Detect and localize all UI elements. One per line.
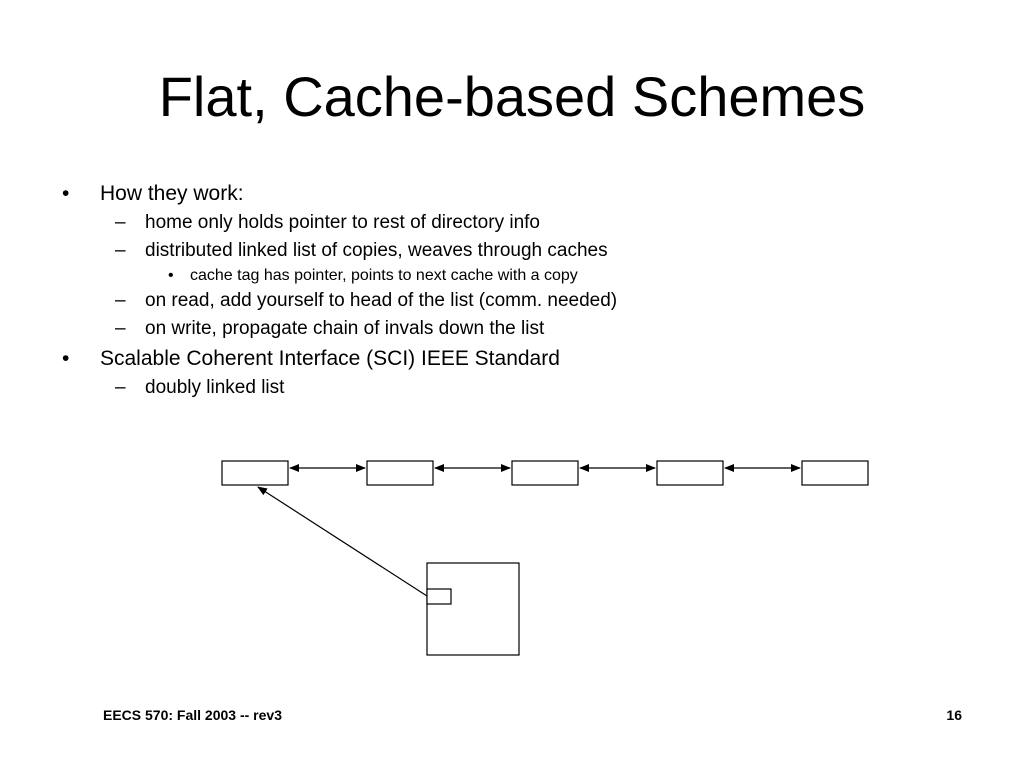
bullet-text: on write, propagate chain of invals down… — [145, 318, 545, 339]
bullet-text: distributed linked list of copies, weave… — [145, 240, 608, 261]
bullet-text: cache tag has pointer, points to next ca… — [190, 267, 578, 284]
bullet-marker: • — [62, 182, 70, 205]
bullet-item: – doubly linked list — [115, 376, 285, 400]
bullet-item: • How they work: — [62, 181, 244, 207]
bullet-text: How they work: — [100, 182, 244, 205]
list-node — [801, 460, 869, 486]
home-pointer-entry — [426, 588, 452, 605]
list-node — [366, 460, 434, 486]
bullet-text: on read, add yourself to head of the lis… — [145, 290, 618, 311]
list-node — [511, 460, 579, 486]
bullet-marker: – — [115, 318, 126, 339]
bullet-marker: • — [62, 347, 70, 370]
bullet-item: • Scalable Coherent Interface (SCI) IEEE… — [62, 346, 560, 372]
bullet-marker: • — [168, 267, 174, 284]
bullet-marker: – — [115, 240, 126, 261]
bullet-text: home only holds pointer to rest of direc… — [145, 212, 540, 233]
bullet-text: doubly linked list — [145, 377, 285, 398]
head-pointer-arrow — [257, 486, 428, 597]
bullet-item: – home only holds pointer to rest of dir… — [115, 211, 540, 235]
bullet-item: – on write, propagate chain of invals do… — [115, 317, 545, 341]
bullet-item: – on read, add yourself to head of the l… — [115, 289, 618, 313]
bullet-marker: – — [115, 377, 126, 398]
bullet-text: Scalable Coherent Interface (SCI) IEEE S… — [100, 347, 560, 370]
bullet-marker: – — [115, 212, 126, 233]
bullet-item: – distributed linked list of copies, wea… — [115, 239, 608, 263]
list-node — [656, 460, 724, 486]
slide-title: Flat, Cache-based Schemes — [158, 65, 866, 128]
bullet-marker: – — [115, 290, 126, 311]
home-directory-block — [426, 562, 520, 656]
footer-course: EECS 570: Fall 2003 -- rev3 — [103, 707, 282, 723]
bullet-list: • How they work: – home only holds point… — [62, 181, 618, 400]
bullet-item: • cache tag has pointer, points to next … — [168, 266, 578, 286]
page-number: 16 — [946, 707, 962, 723]
list-node — [221, 460, 289, 486]
